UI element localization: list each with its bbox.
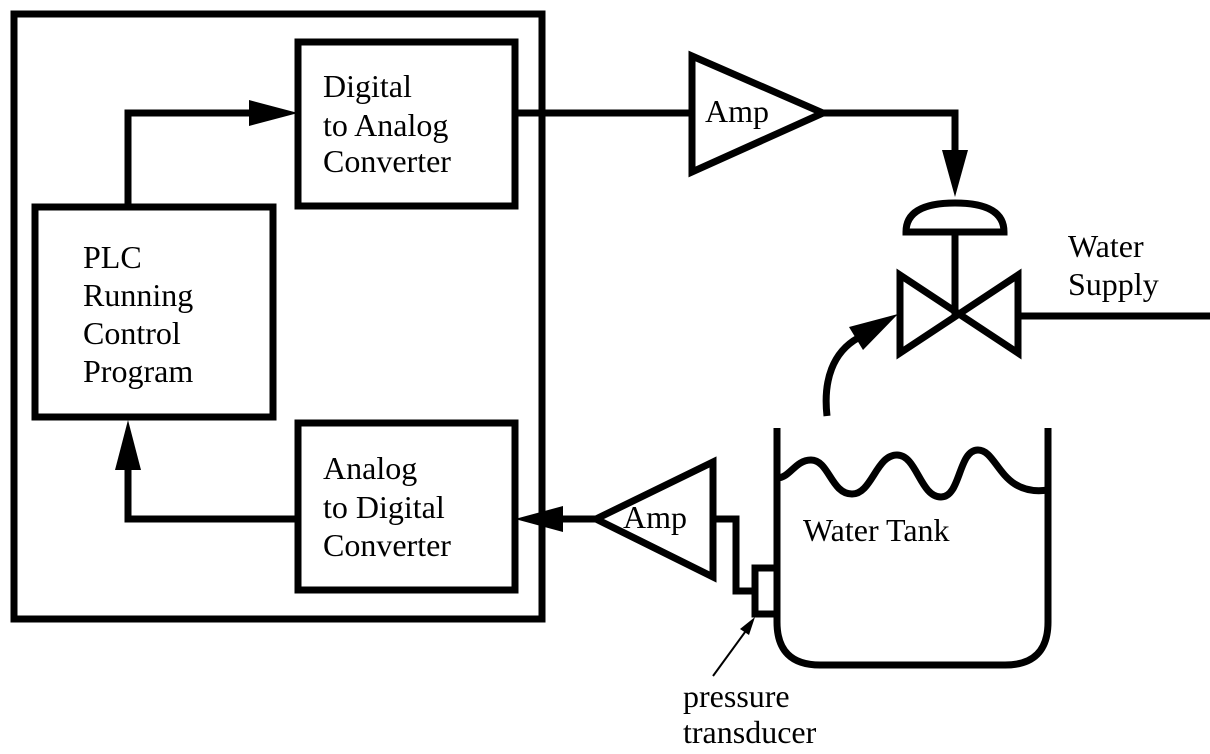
controller-enclosure bbox=[10, 10, 546, 623]
top-amp-label: Amp bbox=[705, 93, 769, 129]
water-supply-label-line-2: Supply bbox=[1068, 266, 1159, 302]
valve-to-tank-flow-arrow bbox=[822, 314, 898, 417]
plc-block: PLC Running Control Program bbox=[31, 203, 277, 421]
adc-label-line-3: Converter bbox=[323, 527, 451, 563]
plc-to-dac-arrow bbox=[124, 100, 298, 207]
dac-label-line-2: to Analog bbox=[323, 107, 448, 143]
water-tank: Water Tank bbox=[773, 428, 1052, 669]
plc-label-line-2: Running bbox=[83, 277, 193, 313]
amp-to-adc-arrow bbox=[515, 506, 596, 532]
plc-label-line-4: Program bbox=[83, 353, 193, 389]
adc-block: Analog to Digital Converter bbox=[294, 419, 519, 594]
adc-label-line-2: to Digital bbox=[323, 489, 445, 525]
water-supply-label-line-1: Water bbox=[1068, 228, 1144, 264]
control-valve bbox=[896, 199, 1022, 360]
adc-label-line-1: Analog bbox=[323, 450, 417, 486]
pressure-transducer bbox=[751, 564, 781, 618]
transducer-pointer bbox=[712, 617, 755, 677]
adc-to-plc-arrow bbox=[115, 420, 298, 523]
transducer-label-line-2: transducer bbox=[683, 714, 817, 750]
dac-label-line-1: Digital bbox=[323, 68, 412, 104]
plc-label-line-3: Control bbox=[83, 315, 181, 351]
water-surface bbox=[776, 446, 1049, 501]
bottom-amp-label: Amp bbox=[623, 499, 687, 535]
valve-body bbox=[896, 268, 1022, 360]
top-amplifier: Amp bbox=[688, 50, 832, 178]
transducer-label-line-1: pressure bbox=[683, 678, 790, 714]
valve-actuator bbox=[902, 199, 1008, 236]
dac-block: Digital to Analog Converter bbox=[294, 38, 519, 210]
water-tank-label: Water Tank bbox=[803, 512, 950, 548]
transducer-to-amp-wire bbox=[715, 515, 755, 595]
plc-label-line-1: PLC bbox=[83, 239, 142, 275]
dac-label-line-3: Converter bbox=[323, 143, 451, 179]
amp-to-valve-arrow bbox=[823, 109, 968, 197]
bottom-amplifier: Amp bbox=[588, 456, 717, 583]
